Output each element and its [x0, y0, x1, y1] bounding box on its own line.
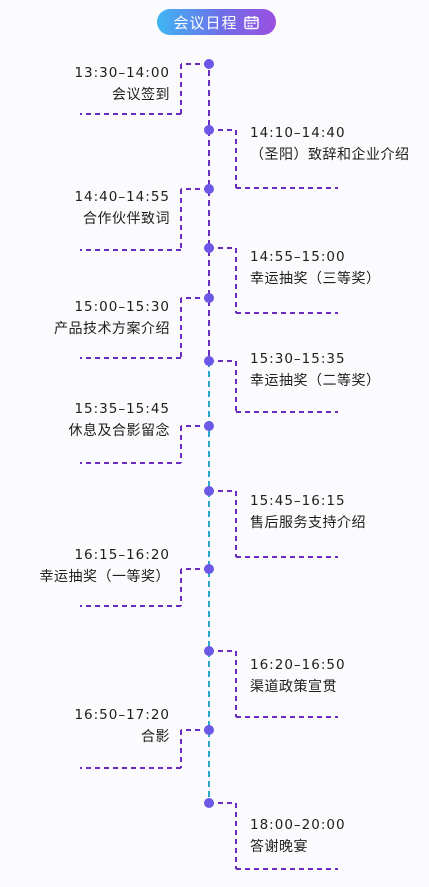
agenda-time: 14:40–14:55: [74, 189, 170, 205]
timeline-dot: [204, 59, 214, 69]
timeline-dot: [204, 293, 214, 303]
timeline-dot: [204, 421, 214, 431]
agenda-time: 15:30–15:35: [250, 351, 346, 367]
agenda-title: 幸运抽奖（三等奖）: [250, 271, 381, 287]
agenda-title: 合作伙伴致词: [83, 211, 170, 227]
agenda-title: 幸运抽奖（一等奖）: [39, 569, 170, 585]
agenda-time: 16:20–16:50: [250, 657, 346, 673]
agenda-item: 15:00–15:30 产品技术方案介绍: [54, 296, 170, 340]
timeline-dot: [204, 564, 214, 574]
agenda-time: 16:50–17:20: [74, 707, 170, 723]
timeline-dot: [204, 486, 214, 496]
timeline-dot: [204, 646, 214, 656]
agenda-title: 渠道政策宣贯: [250, 679, 337, 695]
agenda-title: 合影: [141, 729, 170, 745]
agenda-item: 14:10–14:40 （圣阳）致辞和企业介绍: [250, 122, 410, 166]
agenda-time: 15:35–15:45: [74, 401, 170, 417]
timeline-dot: [204, 125, 214, 135]
agenda-item: 15:35–15:45 休息及合影留念: [69, 398, 171, 442]
agenda-item: 14:40–14:55 合作伙伴致词: [74, 186, 170, 230]
agenda-title: 幸运抽奖（二等奖）: [250, 373, 381, 389]
timeline-dot: [204, 243, 214, 253]
agenda-item: 14:55–15:00 幸运抽奖（三等奖）: [250, 246, 381, 290]
agenda-title: 会议签到: [112, 87, 170, 103]
timeline-dot: [204, 184, 214, 194]
agenda-title: 休息及合影留念: [68, 423, 170, 439]
agenda-item: 16:50–17:20 合影: [74, 704, 170, 748]
agenda-time: 15:45–16:15: [250, 493, 346, 509]
agenda-time: 14:10–14:40: [250, 125, 346, 141]
timeline-dot: [204, 798, 214, 808]
agenda-header: 会议日程: [157, 9, 276, 35]
agenda-time: 15:00–15:30: [74, 299, 170, 315]
agenda-item: 15:45–16:15 售后服务支持介绍: [250, 490, 366, 534]
agenda-title: （圣阳）致辞和企业介绍: [250, 147, 410, 163]
agenda-time: 16:15–16:20: [74, 547, 170, 563]
agenda-item: 16:20–16:50 渠道政策宣贯: [250, 654, 346, 698]
agenda-item: 18:00–20:00 答谢晚宴: [250, 814, 346, 858]
timeline-dot: [204, 356, 214, 366]
agenda-time: 13:30–14:00: [74, 65, 170, 81]
agenda-title: 答谢晚宴: [250, 839, 308, 855]
calendar-icon: [244, 14, 260, 30]
agenda-time: 18:00–20:00: [250, 817, 346, 833]
agenda-item: 13:30–14:00 会议签到: [74, 62, 170, 106]
header-title: 会议日程: [173, 13, 238, 32]
agenda-title: 售后服务支持介绍: [250, 515, 366, 531]
agenda-item: 15:30–15:35 幸运抽奖（二等奖）: [250, 348, 381, 392]
timeline-dot: [204, 725, 214, 735]
agenda-title: 产品技术方案介绍: [54, 321, 170, 337]
agenda-time: 14:55–15:00: [250, 249, 346, 265]
agenda-item: 16:15–16:20 幸运抽奖（一等奖）: [40, 544, 171, 588]
